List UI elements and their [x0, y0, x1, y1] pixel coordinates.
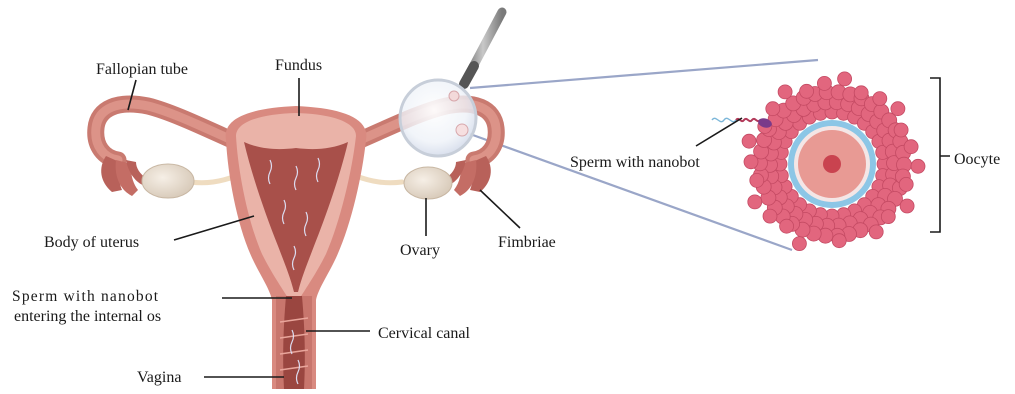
- oocyte: [742, 72, 925, 251]
- nucleus: [823, 155, 841, 173]
- label-ovary: Ovary: [400, 242, 440, 259]
- label-sperm-internal-os-1: Sperm with nanobot: [12, 288, 159, 305]
- corona-cell: [778, 85, 792, 99]
- fallopian-tube-left: [96, 104, 232, 160]
- corona-cell: [900, 199, 914, 213]
- corona-cell: [750, 173, 764, 187]
- ovary-left: [142, 164, 194, 198]
- magnifying-glass-icon: [400, 12, 502, 156]
- zoom-line-bottom: [470, 134, 792, 250]
- leader-sperm-with-nanobot: [696, 118, 742, 146]
- corona-cell: [780, 219, 794, 233]
- corona-cell: [891, 102, 905, 116]
- corona-cell: [904, 140, 918, 154]
- corona-cell: [832, 234, 846, 248]
- fimbriae-left: [101, 156, 146, 196]
- ovarian-ligament-left: [190, 176, 236, 183]
- zoom-line-top: [470, 60, 818, 88]
- corona-cell: [911, 159, 925, 173]
- label-fimbriae: Fimbriae: [498, 234, 556, 251]
- label-oocyte: Oocyte: [954, 151, 1000, 168]
- label-body-of-uterus: Body of uterus: [44, 234, 139, 251]
- corona-cell: [869, 225, 883, 239]
- leader-fimbriae: [480, 190, 520, 228]
- corona-cell: [838, 72, 852, 86]
- ovary-right: [404, 167, 452, 199]
- label-fallopian-tube: Fallopian tube: [96, 61, 188, 78]
- ovarian-ligament-right: [356, 176, 402, 183]
- corona-cell: [873, 92, 887, 106]
- label-cervical-canal: Cervical canal: [378, 325, 471, 342]
- label-fundus: Fundus: [275, 57, 322, 74]
- label-sperm-internal-os-2: entering the internal os: [14, 308, 161, 325]
- corona-cell: [792, 237, 806, 251]
- corona-cell: [763, 209, 777, 223]
- label-vagina: Vagina: [137, 369, 181, 386]
- corona-cell: [899, 177, 913, 191]
- sperm-nanobot-icon: [712, 117, 773, 129]
- corona-cell: [854, 86, 868, 100]
- label-sperm-with-nanobot: Sperm with nanobot: [570, 154, 700, 171]
- corona-cell: [744, 155, 758, 169]
- cervical-canal-lumen: [283, 296, 305, 389]
- corona-cell: [817, 76, 831, 90]
- corona-cell: [748, 195, 762, 209]
- corona-cell: [800, 84, 814, 98]
- corona-cell: [742, 134, 756, 148]
- corona-cell: [881, 210, 895, 224]
- corona-cell: [894, 123, 908, 137]
- uterus: [226, 106, 367, 389]
- corona-cell: [766, 102, 780, 116]
- oocyte-bracket: [930, 78, 950, 232]
- fimbriae-right: [446, 156, 491, 196]
